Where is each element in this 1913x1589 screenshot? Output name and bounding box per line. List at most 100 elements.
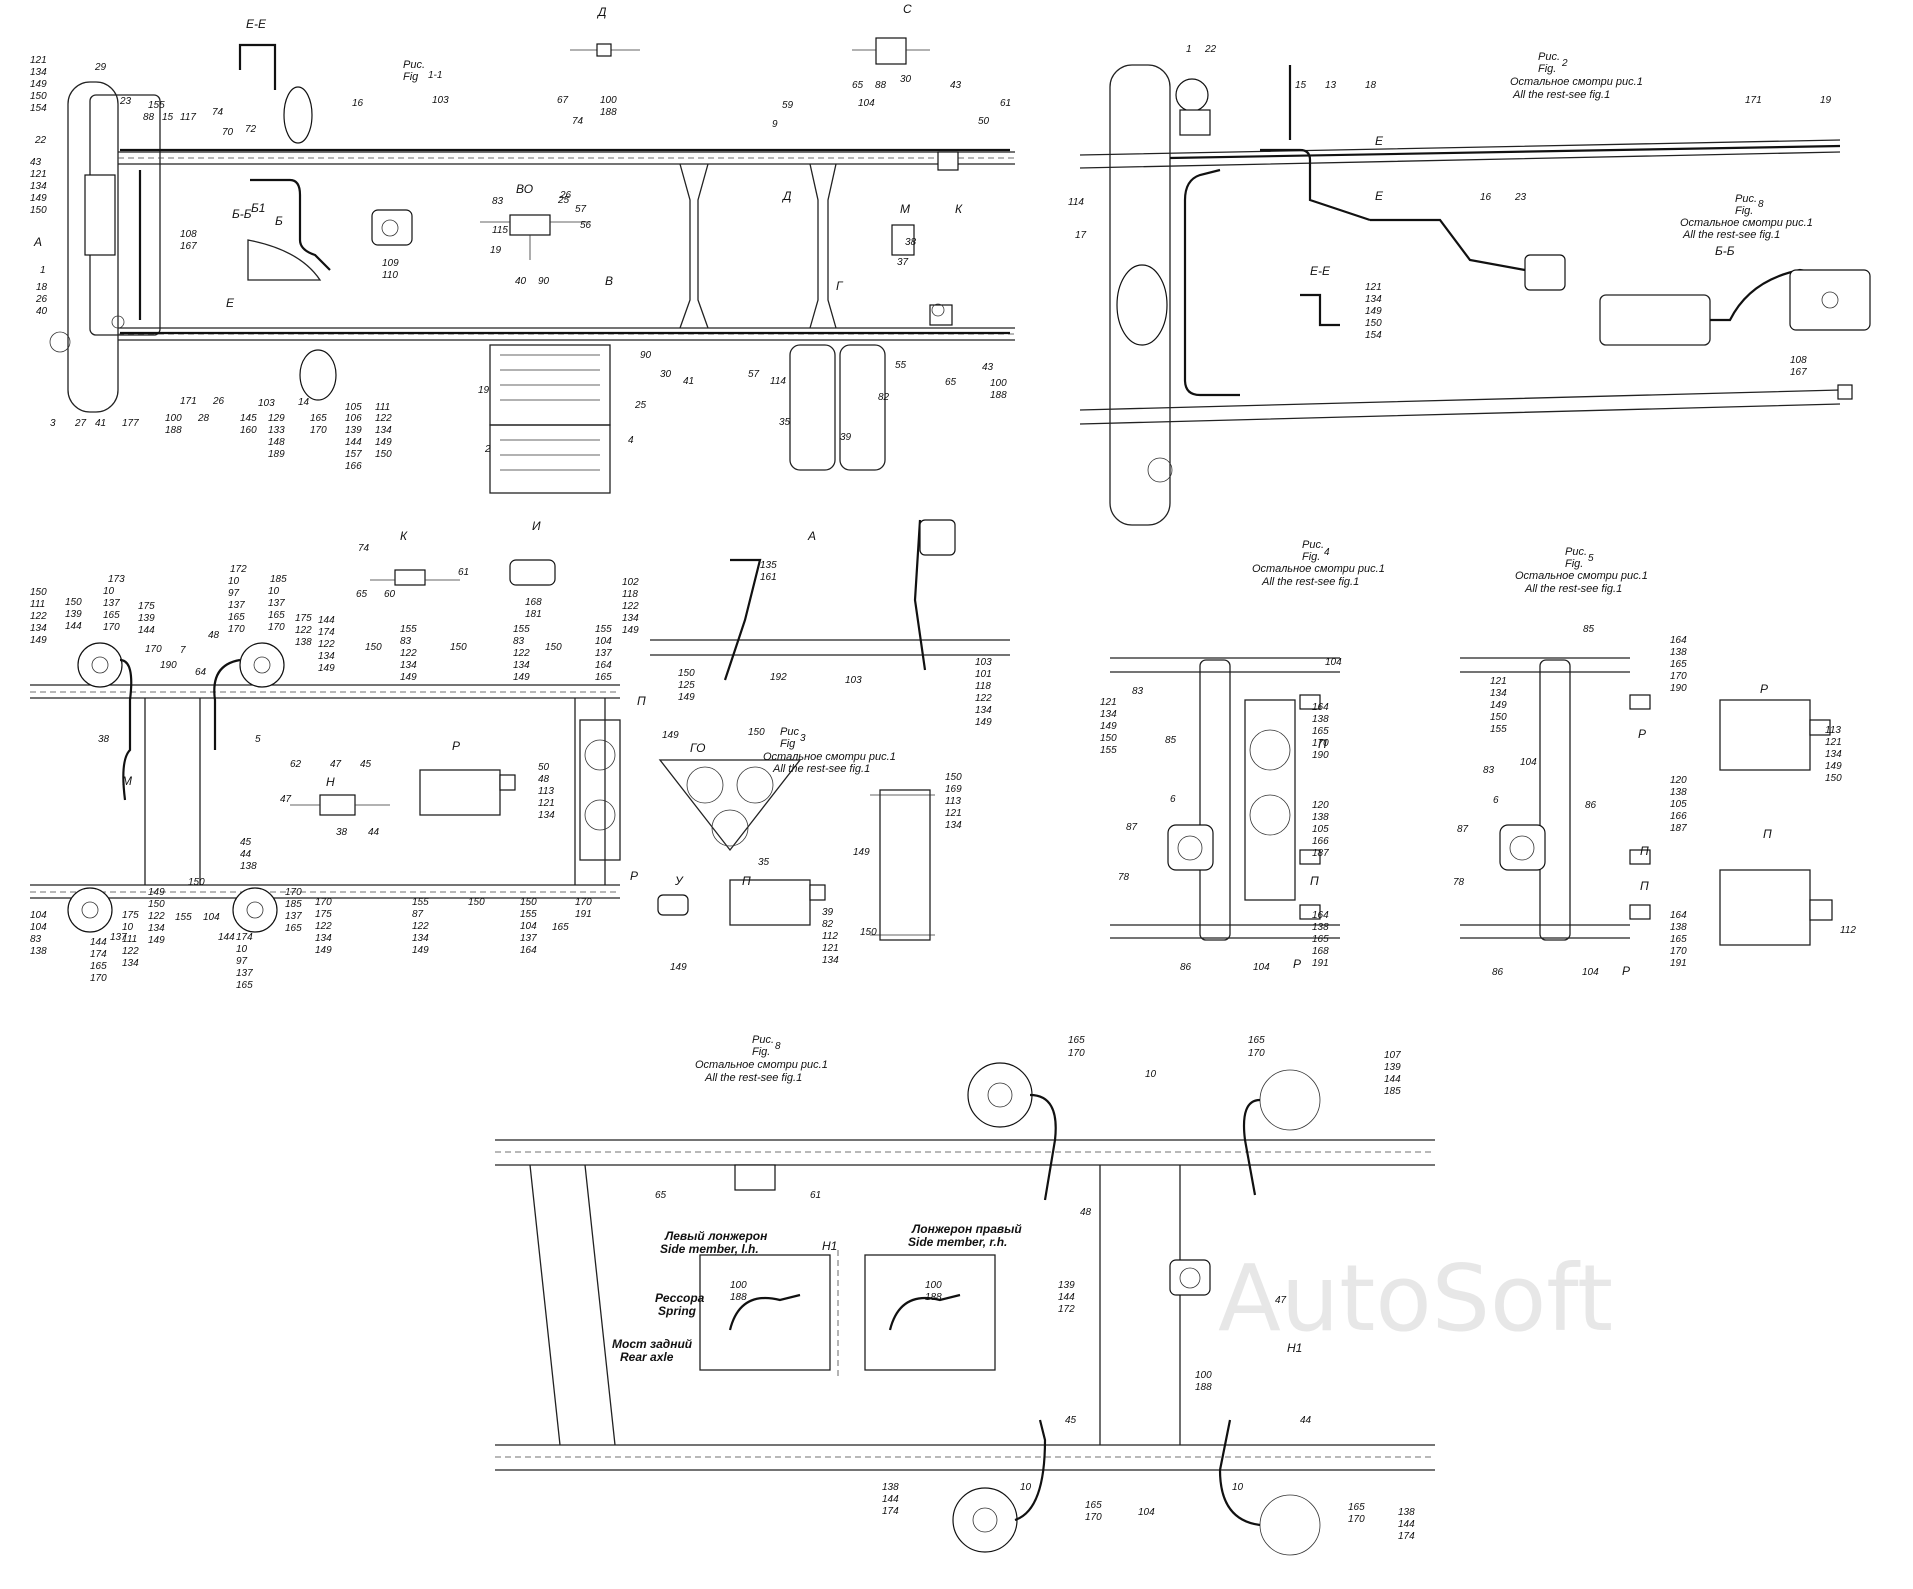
part-label: 48 [538,774,550,785]
part-label: 45 [360,759,372,770]
part-label: 108 [180,229,197,240]
part-label: 113 [945,796,961,807]
fig8-caption-en: Fig. [752,1046,770,1058]
part-label: 149 [318,663,335,674]
part-label: 138 [882,1482,899,1493]
fig3-caption-en: Fig [780,738,796,750]
part-label: 37 [897,257,909,268]
part-label: 164 [1312,702,1329,713]
part-label: 120 [1312,800,1329,811]
part-label: 150 [748,727,765,738]
part-label: 125 [678,680,695,691]
part-label: 26 [212,396,225,407]
part-label: 150 [520,897,537,908]
part-label: 174 [882,1506,899,1517]
part-label: 103 [845,675,862,686]
fig8-callout: Side member, l.h. [660,1242,759,1256]
part-label: 59 [782,100,794,111]
part-label: 65 [945,377,957,388]
part-label: 121 [1365,282,1382,293]
part-label: 13 [1325,80,1337,91]
part-label: 134 [1100,709,1117,720]
part-label: 28 [197,413,210,424]
fig1-view: А [33,235,42,249]
part-label: 170 [1248,1048,1265,1059]
part-label: 43 [950,80,962,91]
part-label: 190 [1312,750,1329,761]
part-label: 87 [1457,824,1469,835]
part-label: 149 [1100,721,1117,732]
part-label: 74 [212,107,224,118]
part-label: 155 [148,100,165,111]
fig1-view: Д [781,189,792,203]
part-label: 104 [595,636,612,647]
part-label: 1 [1186,44,1192,55]
part-label: 121 [538,798,555,809]
part-label: 60 [384,589,396,600]
fig5-view: Р [1638,727,1646,741]
part-label: 43 [982,362,994,373]
part-label: 121 [1490,676,1507,687]
part-label: 138 [1670,647,1687,658]
part-label: 47 [1275,1295,1287,1306]
part-label: 164 [595,660,612,671]
part-label: 29 [94,62,107,73]
part-label: 120 [1670,775,1687,786]
part-label: 61 [810,1190,821,1201]
part-label: 134 [513,660,530,671]
part-label: 18 [36,282,48,293]
part-label: 150 [1365,318,1382,329]
part-label: 41 [683,376,694,387]
part-label: 44 [368,827,380,838]
part-label: 144 [218,932,235,943]
part-label: 38 [336,827,348,838]
part-label: 139 [138,613,155,624]
fig8s-caption-en: Fig. [1735,205,1753,217]
part-label: 138 [1398,1507,1415,1518]
part-label: 150 [450,642,467,653]
part-label: 50 [538,762,550,773]
part-label: 138 [240,861,257,872]
part-label: 44 [1300,1415,1312,1426]
part-label: 150 [30,205,47,216]
part-label: 118 [975,681,991,692]
part-label: 185 [1384,1086,1401,1097]
part-label: 165 [236,980,253,991]
fig8-callout: Spring [658,1304,697,1318]
part-label: 145 [240,413,257,424]
fig2-view: Е-Е [1310,264,1331,278]
fig8s-caption-num: 8 [1758,199,1764,210]
part-label: 121 [30,169,47,180]
part-label: 155 [513,624,530,635]
fig2-view: Е [1375,134,1384,148]
part-label: 133 [268,425,285,436]
part-label: 61 [1000,98,1011,109]
part-label: 170 [228,624,245,635]
fig1-view: К [955,202,963,216]
fig4-note-ru: Остальное смотри рис.1 [1252,563,1385,575]
part-label: 26 [559,190,572,201]
part-label: 134 [148,923,165,934]
fig2-note-en: All the rest-see fig.1 [1512,89,1610,101]
fig8-callout: Side member, r.h. [908,1235,1007,1249]
part-label: 155 [520,909,537,920]
part-label: 83 [30,934,42,945]
part-label: 165 [1068,1035,1085,1046]
fig5-caption-en: Fig. [1565,558,1583,570]
part-label: 2 [484,444,491,455]
part-label: 150 [678,668,695,679]
part-label: 10 [103,586,115,597]
part-label: 192 [770,672,787,683]
part-label: 78 [1453,877,1465,888]
part-label: 154 [1365,330,1382,341]
part-label: 177 [122,418,139,429]
part-label: 149 [975,717,992,728]
fig3-view: И [532,519,541,533]
part-label: 102 [622,577,639,588]
part-label: 149 [148,887,165,898]
part-label: 188 [925,1292,942,1303]
part-label: 100 [730,1280,747,1291]
part-label: 30 [660,369,672,380]
part-label: 137 [285,911,302,922]
part-label: 155 [400,624,417,635]
